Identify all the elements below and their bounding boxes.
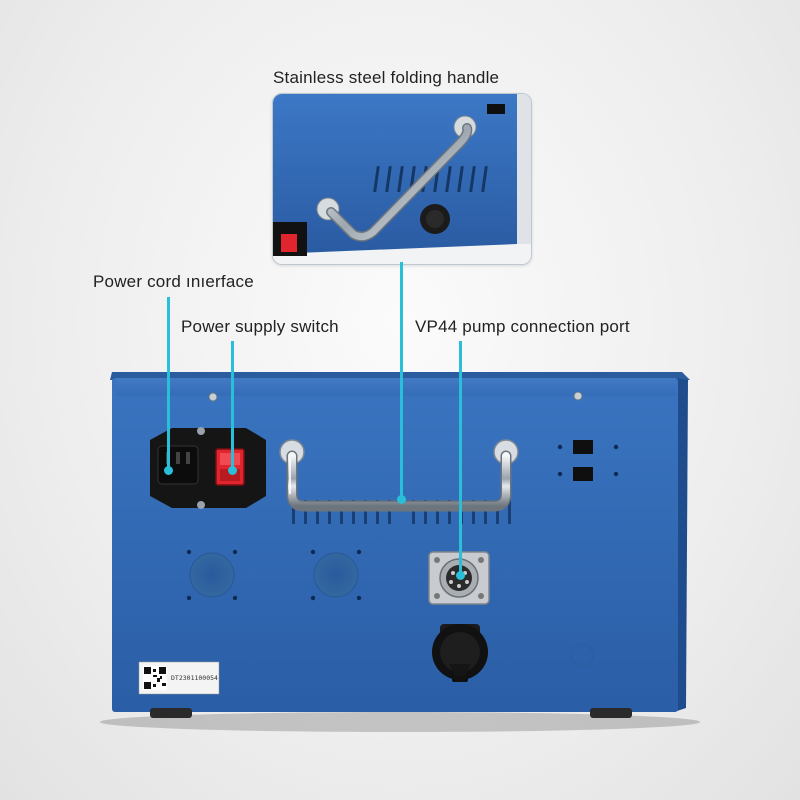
power-cord-callout-line [167, 297, 170, 472]
handle-label: Stainless steel folding handle [273, 68, 500, 87]
serial-label [138, 661, 220, 695]
pump-port-callout-line [459, 341, 462, 575]
power-cord-callout-dot [164, 466, 173, 475]
pump-port-label: VP44 pump connection port [415, 317, 630, 336]
power-switch-label: Power supply switch [181, 317, 339, 336]
foot-right [590, 708, 632, 718]
handle-callout-line [400, 262, 403, 500]
screw-top-right [573, 391, 583, 401]
screw-top-left [208, 392, 218, 402]
handle-inset-photo [272, 93, 532, 265]
handle-closeup-illustration [273, 94, 531, 264]
pump-port-callout-dot [456, 571, 465, 580]
floor-shadow [100, 712, 700, 732]
knockout-holes [186, 549, 594, 667]
power-switch-callout-dot [228, 466, 237, 475]
port-cap [432, 624, 488, 682]
foot-left [150, 708, 192, 718]
power-switch-callout-line [231, 341, 234, 471]
handle-callout-dot [397, 495, 406, 504]
folding-handle [279, 439, 519, 512]
iec-inlet [157, 445, 199, 485]
right-cutouts [557, 440, 619, 481]
power-cord-label: Power cord ınıerface [93, 272, 254, 291]
serial-number-text: DT2301100054 [171, 674, 218, 682]
